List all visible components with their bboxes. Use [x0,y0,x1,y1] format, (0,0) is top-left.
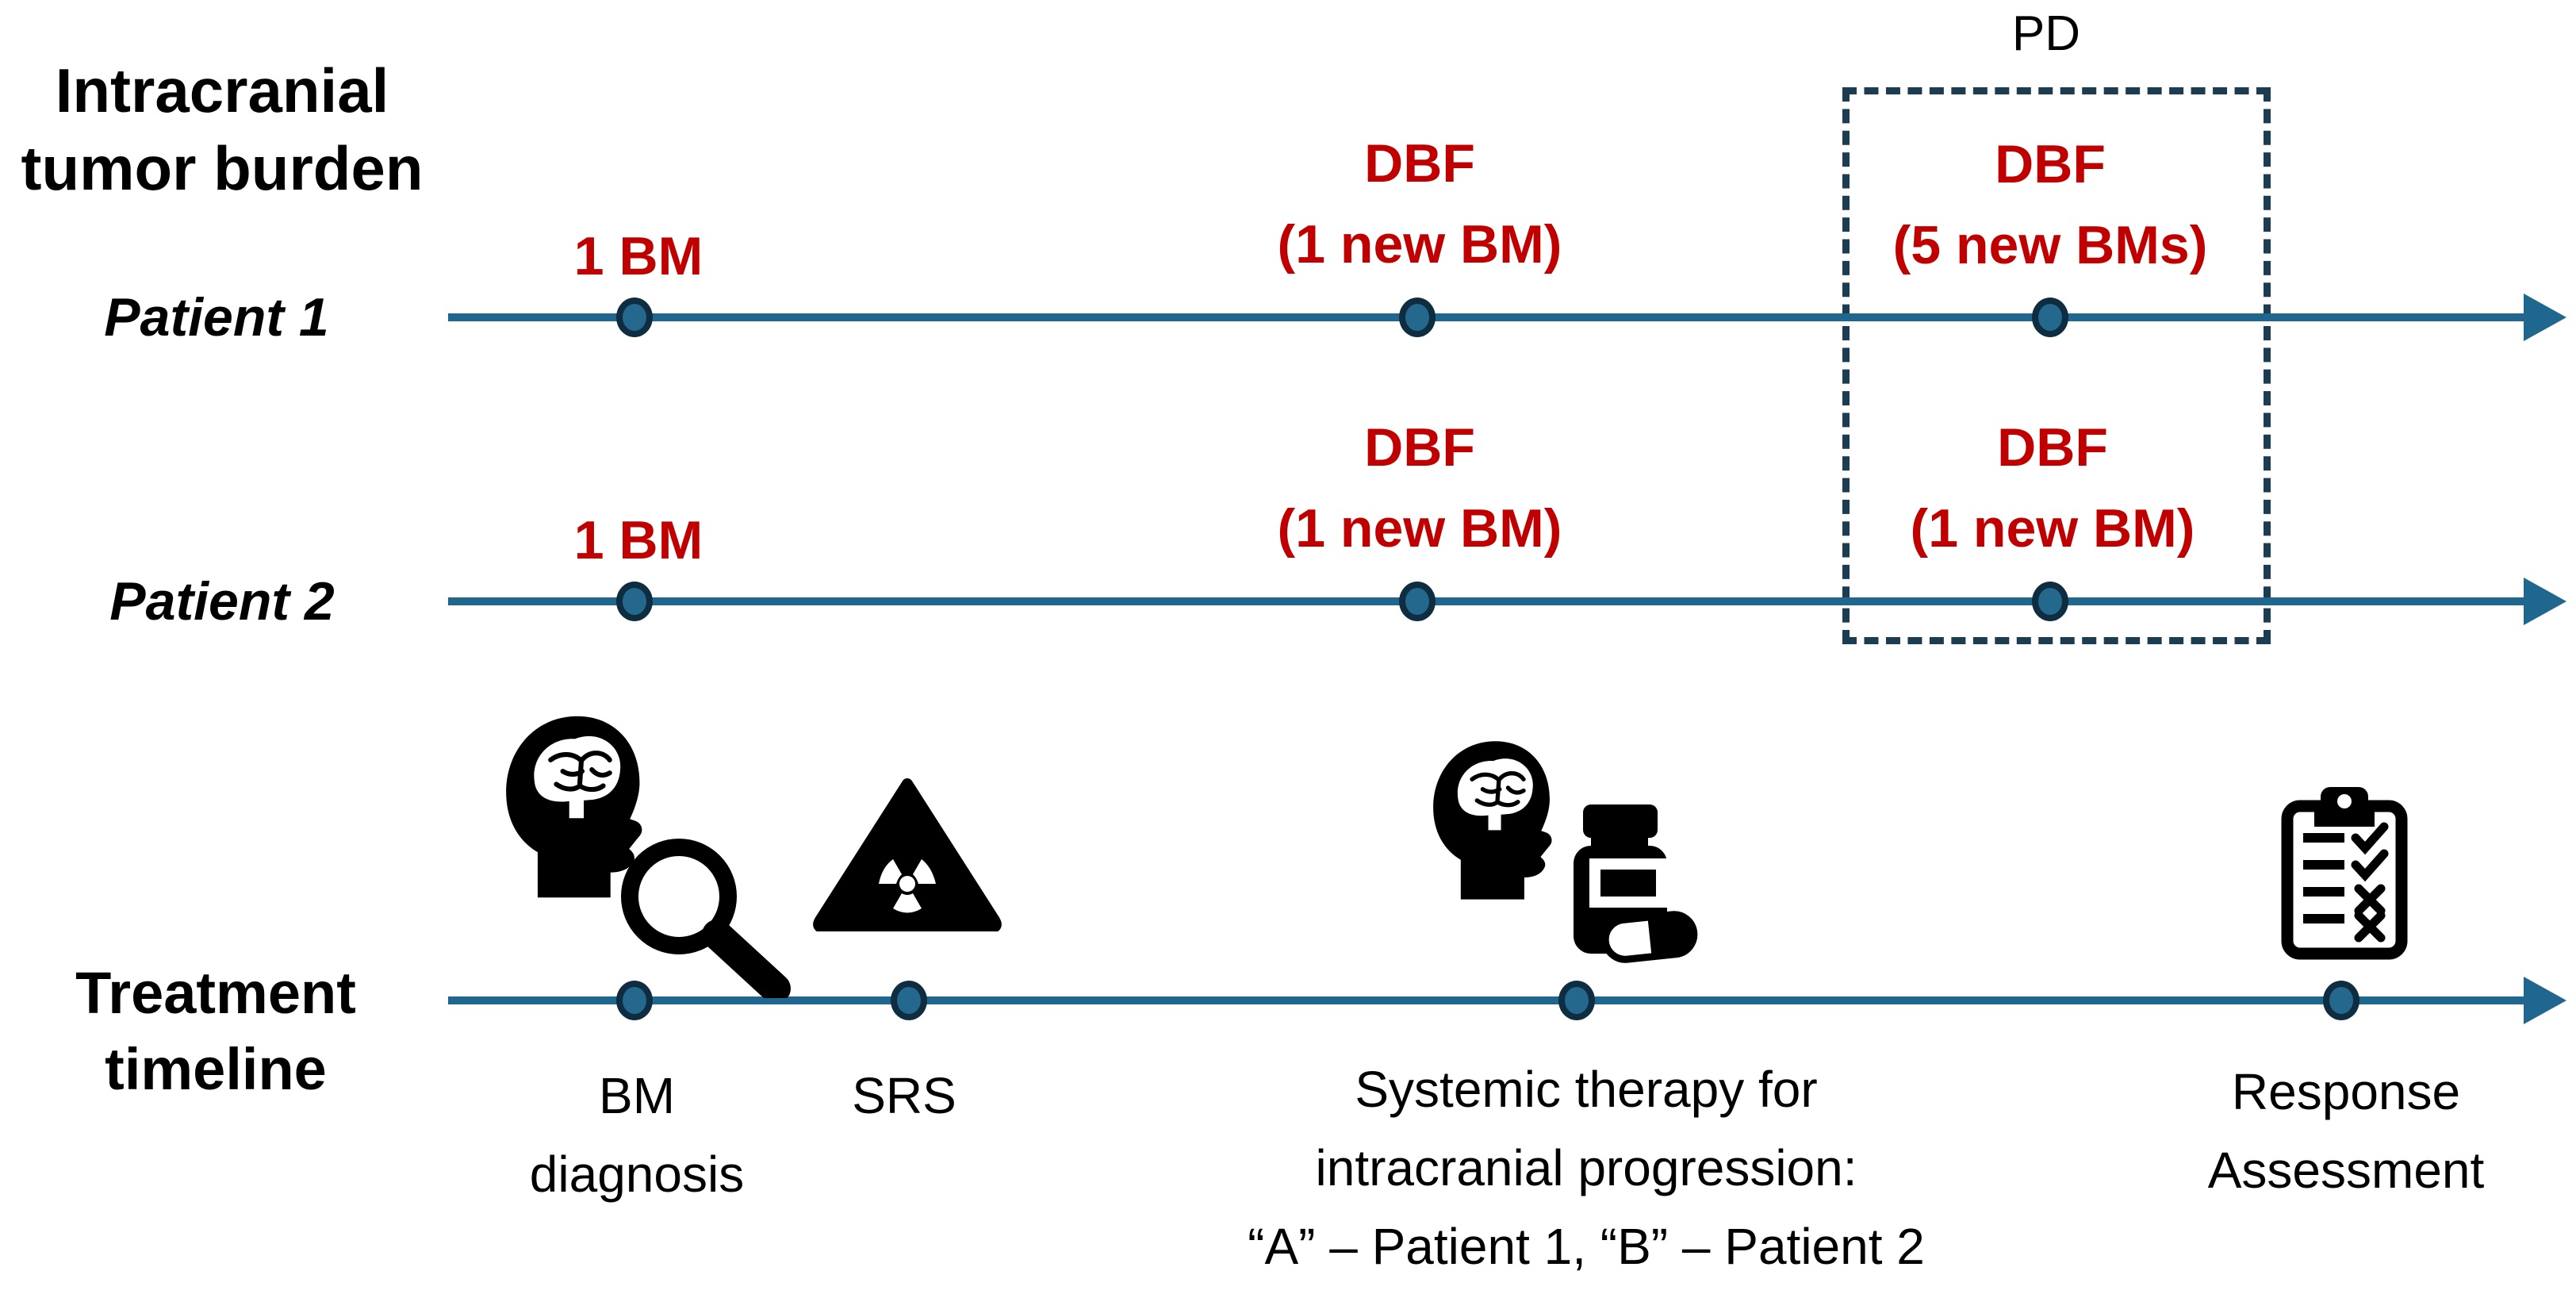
patient2-event-dot-3 [2032,582,2068,621]
patient2-event-label-2: DBF (1 new BM) [1277,417,1562,559]
pd-label: PD [2011,6,2081,61]
systemic-therapy-label: Systemic therapy for intracranial progre… [1248,1061,1925,1275]
patient1-timeline [448,313,2527,321]
patient1-event-label-1: 1 BM [573,226,703,286]
patient1-event-dot-2 [1399,298,1436,337]
treatment-timeline-label: Treatment timeline [75,960,356,1102]
patient2-event-dot-2 [1399,582,1436,621]
patient2-timeline [448,597,2527,605]
clipboard-checklist-icon [2281,787,2408,960]
treatment-event-dot-3 [1558,981,1595,1020]
patient1-event-label-2: DBF (1 new BM) [1277,133,1562,275]
patient-1-label: Patient 1 [104,287,329,347]
treatment-event-dot-1 [616,981,653,1020]
patient2-event-label-3: DBF (1 new BM) [1910,417,2195,559]
head-brain-magnifier-icon [498,711,791,998]
patient-2-label: Patient 2 [109,571,335,632]
bm-diagnosis-label: BM diagnosis [529,1067,745,1203]
treatment-timeline-arrow-icon [2524,977,2566,1024]
patient2-event-dot-1 [616,582,653,621]
treatment-timeline [448,996,2527,1004]
treatment-event-dot-4 [2323,981,2359,1020]
intracranial-tumor-burden-label: Intracranial tumor burden [21,56,424,203]
srs-label: SRS [852,1067,956,1124]
pd-dashed-box [1842,87,2271,644]
patient2-event-label-1: 1 BM [573,510,703,570]
head-brain-pill-bottle-icon [1428,738,1698,963]
patient1-event-dot-1 [616,298,653,337]
patient1-timeline-arrow-icon [2524,294,2566,341]
response-assessment-label: Response Assessment [2207,1063,2485,1199]
patient1-event-dot-3 [2032,298,2068,337]
patient2-timeline-arrow-icon [2524,578,2566,625]
patient1-event-label-3: DBF (5 new BMs) [1892,134,2208,275]
treatment-event-dot-2 [891,981,927,1020]
radiation-warning-icon [813,778,1002,931]
